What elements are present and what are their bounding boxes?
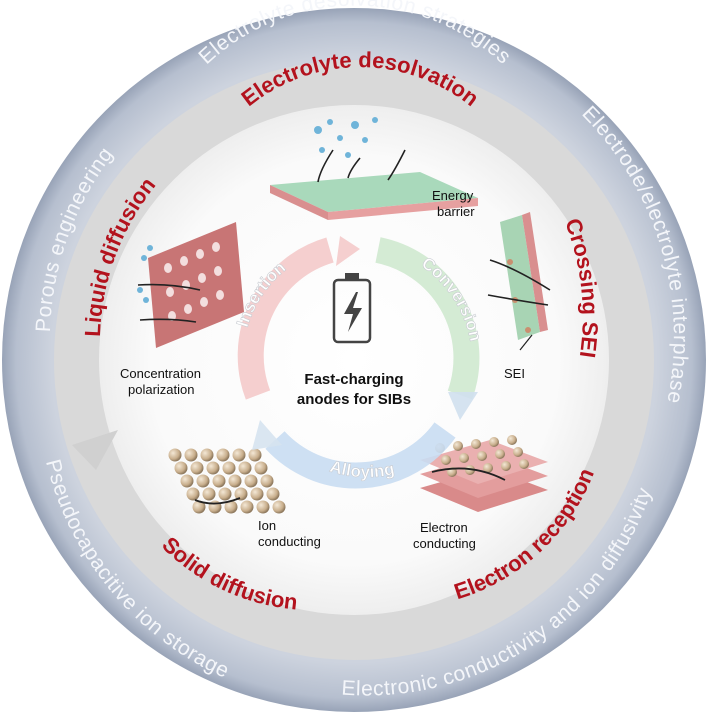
center-title-line2: anodes for SIBs: [297, 391, 411, 408]
lattice-sphere: [168, 448, 182, 462]
layer-sphere: [495, 449, 505, 459]
lattice-sphere: [228, 474, 242, 488]
conversion-arrowhead: [448, 392, 478, 420]
annotation-concentration-2: polarization: [128, 382, 195, 397]
lattice-sphere: [266, 487, 280, 501]
desolvation-illustration: [270, 117, 478, 220]
solvated-ions: [314, 117, 378, 158]
lattice-sphere: [216, 448, 230, 462]
layer-sphere: [477, 451, 487, 461]
lattice-sphere: [238, 461, 252, 475]
lattice-sphere: [244, 474, 258, 488]
lattice-sphere: [184, 448, 198, 462]
lattice-sphere: [202, 487, 216, 501]
lattice-sphere: [190, 461, 204, 475]
annotation-energy-barrier-1: Energy: [432, 188, 474, 203]
annotation-concentration-1: Concentration: [120, 366, 201, 381]
battery-charging-icon: [332, 273, 372, 344]
alloying-arc: [265, 422, 456, 489]
lattice-sphere: [218, 487, 232, 501]
alloying-arrowhead: [252, 420, 282, 450]
lattice-sphere: [260, 474, 274, 488]
lattice-sphere: [240, 500, 254, 514]
lattice-sphere: [196, 474, 210, 488]
lattice-sphere: [180, 474, 194, 488]
layer-sphere: [459, 453, 469, 463]
lattice-sphere: [224, 500, 238, 514]
lattice-sphere: [256, 500, 270, 514]
porous-mesh-illustration: [137, 222, 244, 348]
lattice-sphere: [250, 487, 264, 501]
ion-path: [194, 497, 241, 505]
layer-sphere: [441, 455, 451, 465]
insertion-arc: [237, 237, 334, 400]
lattice-sphere: [248, 448, 262, 462]
annotation-energy-barrier-2: barrier: [437, 204, 475, 219]
annotation-electron-conducting-2: conducting: [413, 536, 476, 551]
lattice-sphere: [192, 500, 206, 514]
lattice-sphere: [234, 487, 248, 501]
layer-sphere: [501, 461, 511, 471]
lattice-sphere: [212, 474, 226, 488]
annotation-sei: SEI: [504, 366, 525, 381]
electron-layers-illustration: [420, 435, 548, 512]
layer-sphere: [465, 465, 475, 475]
layer-sphere: [483, 463, 493, 473]
lattice-sphere: [200, 448, 214, 462]
layer-sphere: [507, 435, 517, 445]
conversion-arc: [375, 237, 480, 400]
lattice-sphere: [254, 461, 268, 475]
layer-sphere: [519, 459, 529, 469]
annotation-ion-conducting-2: conducting: [258, 534, 321, 549]
lattice-sphere: [232, 448, 246, 462]
annotation-ion-conducting-1: Ion: [258, 518, 276, 533]
center-title-line1: Fast-charging: [304, 371, 403, 388]
lattice-sphere: [174, 461, 188, 475]
lattice-sphere: [272, 500, 286, 514]
sei-illustration: [487, 212, 551, 351]
layer-sphere: [513, 447, 523, 457]
lattice-sphere: [222, 461, 236, 475]
annotation-electron-conducting-1: Electron: [420, 520, 468, 535]
lattice-sphere: [186, 487, 200, 501]
layer-sphere: [489, 437, 499, 447]
insertion-arrowhead: [336, 236, 360, 266]
layer-sphere: [453, 441, 463, 451]
layer-sphere: [471, 439, 481, 449]
band-arrow: [72, 430, 118, 470]
lattice-sphere: [206, 461, 220, 475]
